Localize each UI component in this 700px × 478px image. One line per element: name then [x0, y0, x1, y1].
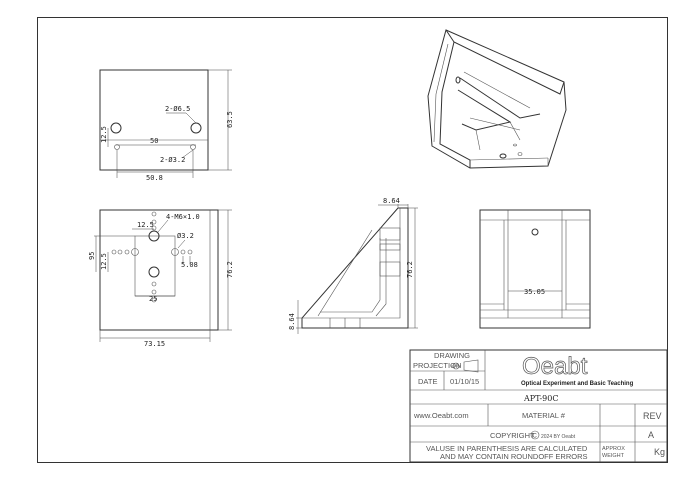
front-dim-large-holes: 2-Ø6.5 [165, 105, 190, 113]
rear-hole [531, 228, 539, 236]
logo-subtitle: Optical Experiment and Basic Teaching [521, 381, 634, 387]
note-line-1: VALUSE IN PARENTHESIS ARE CALCULATED [426, 444, 588, 453]
top-dim-tapped: 4-M6×1.0 [166, 213, 200, 221]
top-tapped-hole-2 [148, 266, 160, 278]
oeabt-logo: Oeabt Optical Experiment and Basic Teach… [521, 353, 634, 387]
copyright-suffix: 2024 BY Oeabt [541, 434, 576, 440]
side-view-outline [301, 207, 409, 329]
top-tapped-hole-3 [131, 248, 139, 256]
title-block: DRAWING PROJECTION DATE 01/10/15 Oeabt O… [409, 349, 668, 463]
drawing-label: DRAWING [434, 351, 470, 360]
top-dim-12-5-top: 12.5 [137, 221, 154, 229]
top-view-outline [99, 209, 219, 331]
rev-label: REV [643, 411, 662, 421]
front-small-hole-left [114, 144, 120, 150]
rear-view: 35.05 [479, 209, 591, 329]
copyright-text: COPYRIGHT [490, 431, 535, 440]
front-dim-50: 50 [150, 137, 158, 145]
side-view: 8.64 76.2 8.64 [288, 197, 418, 334]
top-dim-95: 95 [88, 252, 96, 260]
top-tapped-hole-1 [148, 230, 160, 242]
projection-symbol-icon [451, 359, 479, 373]
top-view: 4-M6×1.0 12.5 Ø3.2 95 12.5 5.08 25 76.2 … [88, 209, 234, 348]
svg-text:Oeabt: Oeabt [522, 353, 588, 380]
svg-text:C: C [533, 434, 538, 440]
sheet-border [37, 17, 668, 463]
title-block-frame [409, 349, 668, 463]
rear-dim-width: 35.05 [524, 288, 545, 296]
front-dim-small-holes: 2-Ø3.2 [160, 156, 185, 164]
front-view: 2-Ø6.5 50 2-Ø3.2 12.5 63.5 50.8 [99, 69, 234, 182]
top-dim-12-5-left: 12.5 [100, 253, 108, 270]
top-dim-hole: Ø3.2 [177, 232, 194, 240]
top-dim-width: 73.15 [144, 340, 165, 348]
weight-label-1: APPROX [602, 446, 625, 452]
side-dim-top: 8.64 [383, 197, 400, 205]
front-small-hole-right [190, 144, 196, 150]
iso-hole-front-1 [499, 153, 507, 159]
iso-hole-top [455, 76, 461, 84]
top-tapped-hole-4 [171, 248, 179, 256]
website: www.Oeabt.com [413, 411, 469, 420]
front-hole-right [190, 122, 202, 134]
iso-hole-front-3 [513, 143, 517, 147]
date-label: DATE [418, 377, 437, 386]
copyright-icon: C [530, 430, 540, 440]
top-dim-25: 25 [149, 295, 157, 303]
front-hole-left [110, 122, 122, 134]
front-dim-height: 63.5 [226, 111, 234, 128]
rev-value: A [648, 430, 654, 440]
material-label: MATERIAL # [522, 411, 566, 420]
front-dim-50-8: 50.8 [146, 174, 163, 182]
weight-label-2: WEIGHT [602, 453, 625, 459]
front-dim-12-5: 12.5 [100, 126, 108, 143]
weight-unit: Kg [654, 447, 665, 457]
front-view-outline [99, 69, 209, 171]
side-dim-bottom: 8.64 [288, 313, 296, 330]
date-value: 01/10/15 [450, 377, 479, 386]
note-line-2: AND MAY CONTAIN ROUNDOFF ERRORS [440, 452, 588, 461]
projection-label: PROJECTION [413, 361, 461, 370]
isometric-view [427, 29, 567, 169]
part-number: APT-90C [523, 394, 558, 403]
top-dim-5-08: 5.08 [181, 261, 198, 269]
rear-view-outline [479, 209, 591, 329]
iso-hole-front-2 [517, 152, 523, 156]
top-dim-height: 76.2 [226, 261, 234, 278]
side-dim-height: 76.2 [406, 261, 414, 278]
